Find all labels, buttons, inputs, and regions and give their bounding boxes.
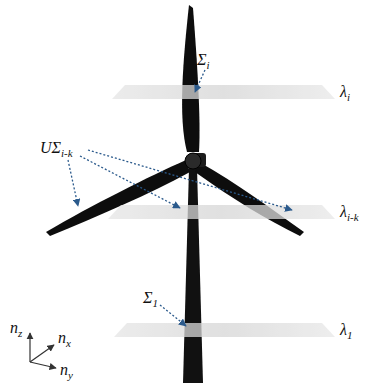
axis [30,345,54,362]
axes [30,333,56,368]
blade [182,5,199,152]
plane-label: λi [340,84,350,103]
axis-label: ny [60,362,73,381]
axis [29,333,30,362]
leader-line [68,160,78,206]
planes [108,85,335,337]
blade [46,160,190,236]
section-label: Σ1 [143,290,158,309]
axis [30,362,56,368]
leader-lines [68,70,292,326]
leader-line [195,70,205,92]
plane [114,323,335,337]
leader-line [160,305,186,326]
leader-line [88,150,292,210]
axis-label: nz [10,320,22,339]
axis-label: nx [58,330,71,349]
tower [183,168,203,383]
section-label: Σi [197,52,210,71]
plane [112,85,335,99]
hub [185,153,201,169]
plane-label: λ1 [340,322,352,341]
blade [195,162,304,236]
section-label: UΣi-k [40,140,73,159]
plane-label: λi-k [340,204,359,223]
plane [108,205,335,219]
leader-line [80,156,180,208]
